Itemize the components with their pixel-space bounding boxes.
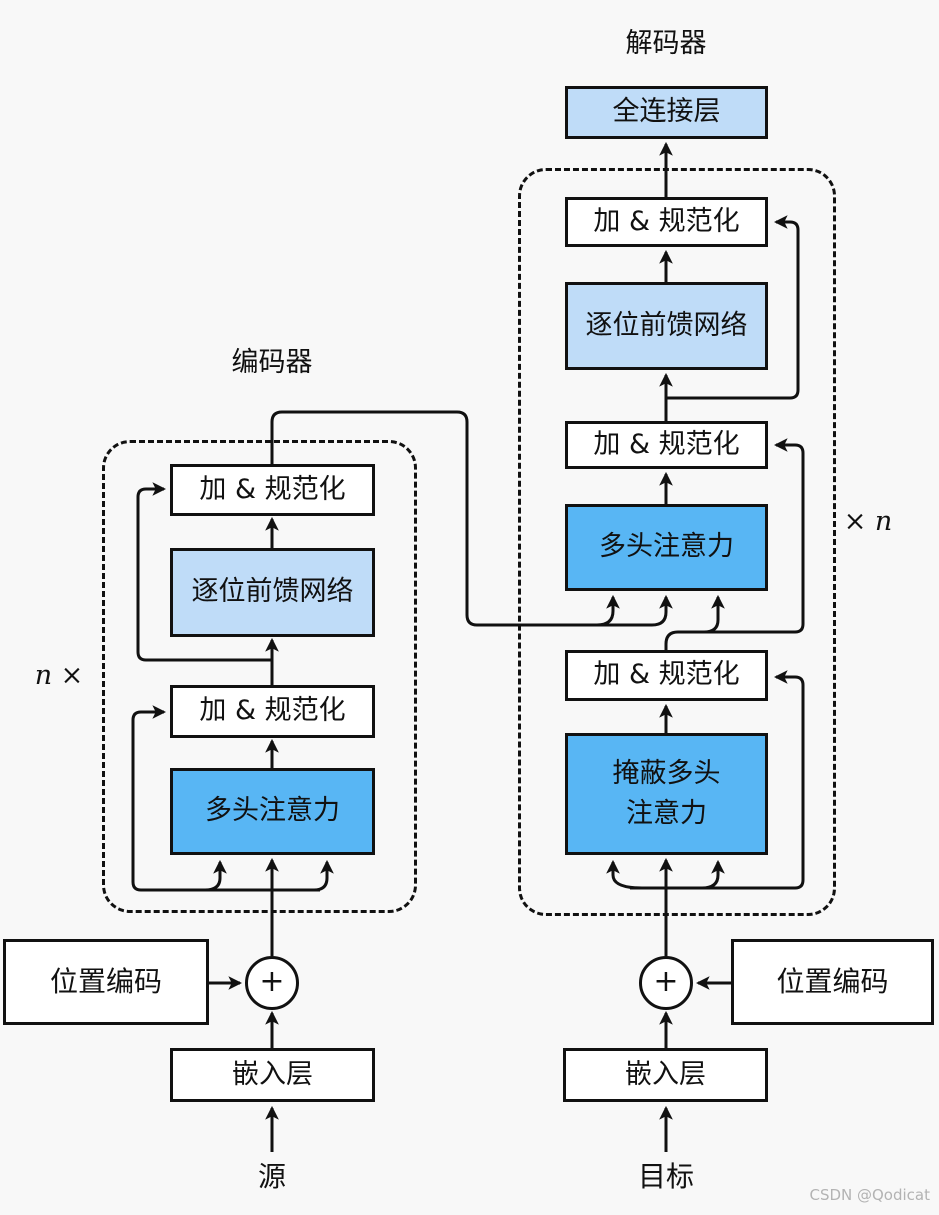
masked-mha-box: 掩蔽多头 注意力 [565, 733, 768, 855]
decoder-repeat-label: × n [843, 506, 893, 537]
encoder-positional-encoding-box: 位置编码 [3, 939, 209, 1025]
plus-icon: + [653, 964, 679, 999]
fully-connected-box: 全连接层 [565, 86, 768, 139]
encoder-output-to-decoder [270, 410, 673, 627]
encoder-addnorm-top-box: 加 & 规范化 [170, 464, 375, 516]
encoder-ffn-residual [136, 482, 272, 662]
encoder-mha-residual [131, 705, 320, 892]
decoder-positional-encoding-box: 位置编码 [731, 939, 934, 1025]
decoder-addnorm-mid-box: 加 & 规范化 [565, 421, 768, 469]
encoder-embedding-box: 嵌入层 [170, 1048, 375, 1102]
decoder-addnorm-bottom-box: 加 & 规范化 [565, 650, 768, 701]
encoder-mha-arrow-right [313, 859, 334, 892]
decoder-addnorm-top-box: 加 & 规范化 [565, 197, 768, 247]
decoder-crossattn-residual [700, 438, 805, 634]
decoder-embedding-box: 嵌入层 [563, 1048, 768, 1102]
encoder-add-circle: + [245, 956, 299, 1010]
masked-mha-arrow-mid [701, 859, 725, 890]
encoder-addnorm-bottom-box: 加 & 规范化 [170, 685, 375, 738]
encoder-mha-box: 多头注意力 [170, 768, 375, 855]
encoder-ffn-box: 逐位前馈网络 [170, 548, 375, 637]
encoder-repeat-label: n × [34, 660, 84, 691]
masked-mha-label: 掩蔽多头 注意力 [612, 757, 721, 830]
decoder-ffn-box: 逐位前馈网络 [565, 282, 768, 370]
encoder-mha-arrow-left [204, 859, 227, 892]
target-label: 目标 [637, 1160, 694, 1193]
encoder-dashed-box [102, 440, 417, 913]
encoder-output-branch-left [596, 594, 620, 627]
source-label: 源 [257, 1160, 286, 1193]
watermark: CSDN @Qodicat [809, 1186, 930, 1204]
decoder-title: 解码器 [625, 28, 707, 59]
masked-mha-residual [773, 670, 805, 890]
decoder-add-circle: + [639, 956, 693, 1010]
plus-icon: + [259, 964, 285, 999]
decoder-ffn-residual [666, 215, 800, 400]
decoder-query-path [664, 594, 725, 650]
masked-mha-arrow-left [606, 859, 643, 890]
decoder-dashed-box [518, 168, 836, 916]
decoder-mha-box: 多头注意力 [565, 504, 768, 591]
encoder-title: 编码器 [231, 347, 313, 378]
